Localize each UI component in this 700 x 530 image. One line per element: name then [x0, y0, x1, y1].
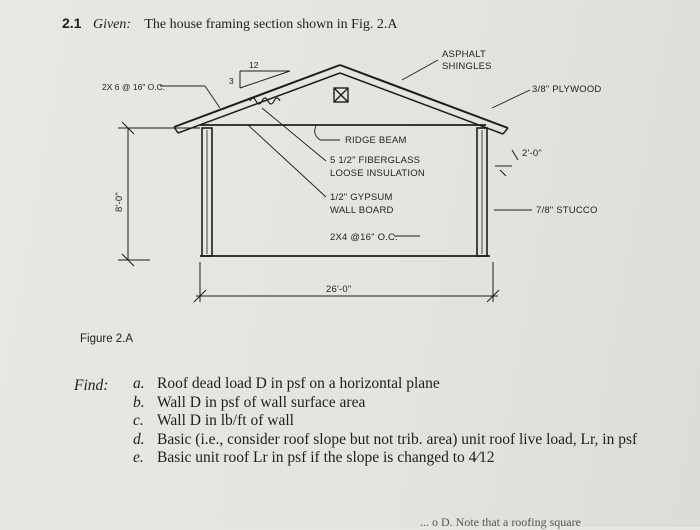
fiberglass-label-1: 5 1/2" FIBERGLASS	[330, 155, 420, 166]
ridge-beam-label: RIDGE BEAM	[345, 135, 407, 146]
ridge-beam-box	[333, 87, 349, 103]
height-dimension	[118, 121, 200, 267]
leader-lines	[160, 59, 532, 237]
left-wall	[201, 127, 213, 257]
find-item-e: e. Basic unit roof Lr in psf if the slop…	[133, 449, 693, 468]
overhang-label: 2'-0"	[522, 148, 542, 159]
span-label: 26'-0"	[326, 284, 351, 295]
problem-header: 2.1 Given: The house framing section sho…	[62, 15, 397, 33]
find-item-a: a. Roof dead load D in psf on a horizont…	[133, 375, 693, 394]
cut-off-text: ... o D. Note that a roofing square	[420, 515, 581, 529]
studs-label: 2X4 @16" O.C.	[330, 232, 398, 243]
item-marker: d.	[133, 430, 145, 448]
wall-height-label: 8'-0"	[114, 192, 125, 212]
plywood-label: 3/8" PLYWOOD	[532, 84, 601, 95]
framing-section-figure: 12 3 2'-0" 8'-	[102, 49, 601, 303]
fiberglass-label-2: LOOSE INSULATION	[330, 168, 425, 179]
asphalt-label-1: ASPHALT	[442, 49, 486, 60]
item-text: Basic unit roof Lr in psf if the slope i…	[157, 449, 495, 466]
item-text: Roof dead load D in psf on a horizontal …	[157, 375, 440, 392]
right-wall	[476, 127, 488, 257]
gypsum-label-1: 1/2" GYPSUM	[330, 192, 393, 203]
find-label: Find:	[74, 377, 109, 394]
roof-right-plane	[339, 64, 509, 135]
slope-indicator	[239, 70, 291, 89]
asphalt-label-2: SHINGLES	[442, 61, 492, 72]
find-item-c: c. Wall D in lb/ft of wall	[133, 412, 693, 431]
find-item-d: d. Basic (i.e., consider roof slope but …	[133, 431, 693, 450]
item-text: Wall D in psf of wall surface area	[157, 393, 366, 411]
roof-left-plane	[173, 64, 341, 134]
problem-number: 2.1	[62, 15, 82, 31]
gypsum-label-2: WALL BOARD	[330, 205, 394, 216]
find-list: a. Roof dead load D in psf on a horizont…	[133, 375, 693, 468]
find-item-b: b. Wall D in psf of wall surface area	[133, 394, 693, 413]
item-text: Basic (i.e., consider roof slope but not…	[157, 430, 638, 448]
span-dimension	[193, 262, 500, 303]
insulation-squiggle	[249, 97, 281, 105]
item-marker: c.	[133, 412, 144, 429]
figure-caption: Figure 2.A	[80, 333, 134, 345]
stucco-label: 7/8" STUCCO	[536, 205, 598, 216]
given-text: The house framing section shown in Fig. …	[144, 17, 398, 32]
item-marker: b.	[133, 393, 145, 411]
item-marker: a.	[133, 375, 145, 392]
item-marker: e.	[133, 449, 144, 466]
item-text: Wall D in lb/ft of wall	[157, 412, 294, 429]
overhang-dimension	[495, 149, 519, 177]
rafter-label: 2X 6 @ 16" O.C.	[102, 82, 165, 92]
slope-run-label: 12	[249, 60, 259, 70]
given-label: Given:	[92, 17, 132, 32]
slope-rise-label: 3	[229, 76, 234, 86]
